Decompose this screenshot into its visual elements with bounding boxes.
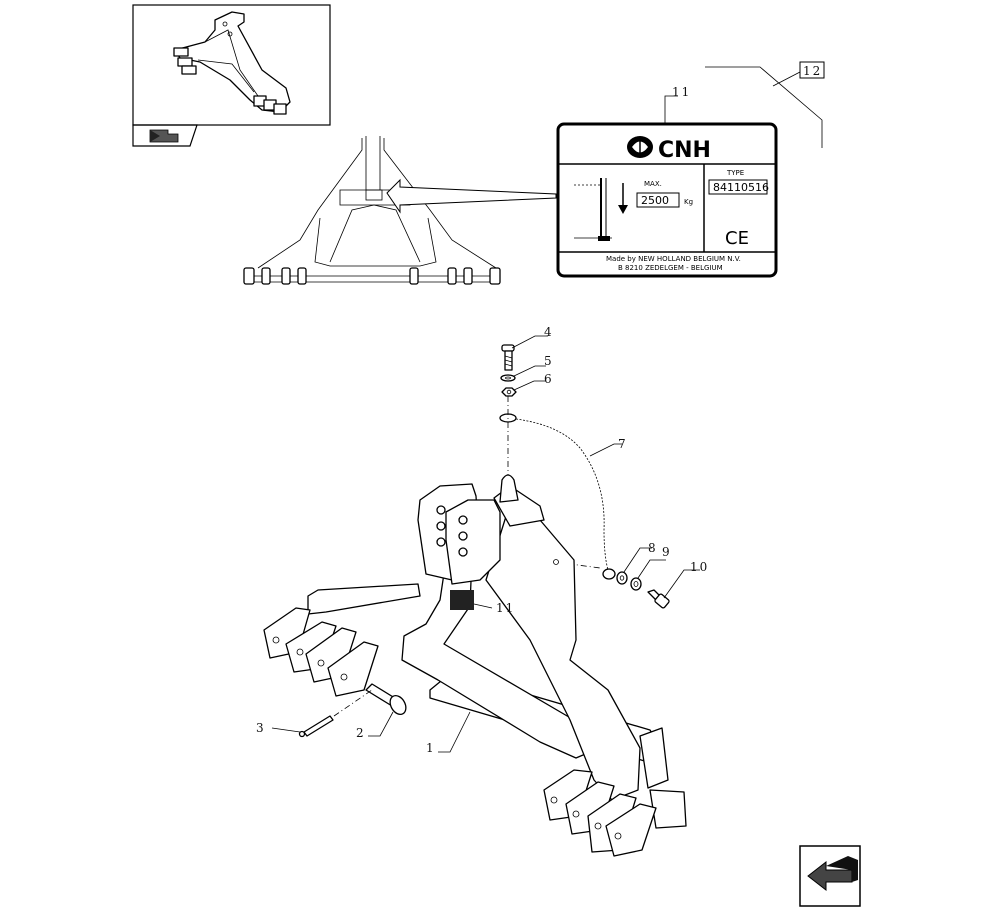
callout-7: 7 xyxy=(618,437,628,451)
decal-unit: Kg xyxy=(684,198,693,206)
next-page-arrow-icon[interactable] xyxy=(799,845,861,907)
pin-2 xyxy=(365,683,407,715)
washer-8 xyxy=(616,571,628,585)
decal-brand: CNH xyxy=(658,138,711,163)
callout-2: 2 xyxy=(356,726,366,740)
thumbnail-box xyxy=(132,4,331,126)
bolt-4 xyxy=(501,344,515,371)
callout-11-decal: 11 xyxy=(672,85,691,99)
chain-7 xyxy=(499,413,616,580)
decal-type-value: 84110516 xyxy=(713,181,769,194)
callout-10: 10 xyxy=(690,560,709,574)
decal-max-value: 2500 xyxy=(641,194,669,207)
decal-type-label: TYPE xyxy=(726,169,744,177)
callout-4: 4 xyxy=(544,325,554,339)
callout-9: 9 xyxy=(662,545,672,559)
previous-page-arrow-icon[interactable] xyxy=(132,124,198,147)
decal-on-frame xyxy=(450,590,474,610)
cotter-pin-3 xyxy=(298,715,334,738)
callout-3: 3 xyxy=(256,721,266,735)
lock-washer-9 xyxy=(630,577,642,591)
new-holland-leaf-icon xyxy=(627,136,653,158)
decal-ce-mark: CE xyxy=(725,228,749,249)
nut-6 xyxy=(501,387,517,397)
decal-maker-line1: Made by NEW HOLLAND BELGIUM N.V. xyxy=(606,255,741,263)
callout-8: 8 xyxy=(648,541,658,555)
decal-label-11: CNH MAX. 2500 Kg TYPE 84110516 CE Made b… xyxy=(556,122,778,278)
load-pictogram-icon xyxy=(574,178,628,241)
bolt-10 xyxy=(647,589,670,609)
decal-max-label: MAX. xyxy=(644,180,662,188)
frame-outline-view xyxy=(243,136,557,285)
callout-5: 5 xyxy=(544,354,554,368)
decal-maker-line2: B 8210 ZEDELGEM - BELGIUM xyxy=(618,264,723,272)
callout-12: 12 xyxy=(803,64,822,78)
a-frame-1 xyxy=(263,474,687,857)
frame-thumbnail-icon xyxy=(173,11,291,115)
washer-5 xyxy=(500,374,516,382)
callout-11-label: 11 xyxy=(496,601,515,615)
callout-1: 1 xyxy=(426,741,436,755)
callout-6: 6 xyxy=(544,372,554,386)
